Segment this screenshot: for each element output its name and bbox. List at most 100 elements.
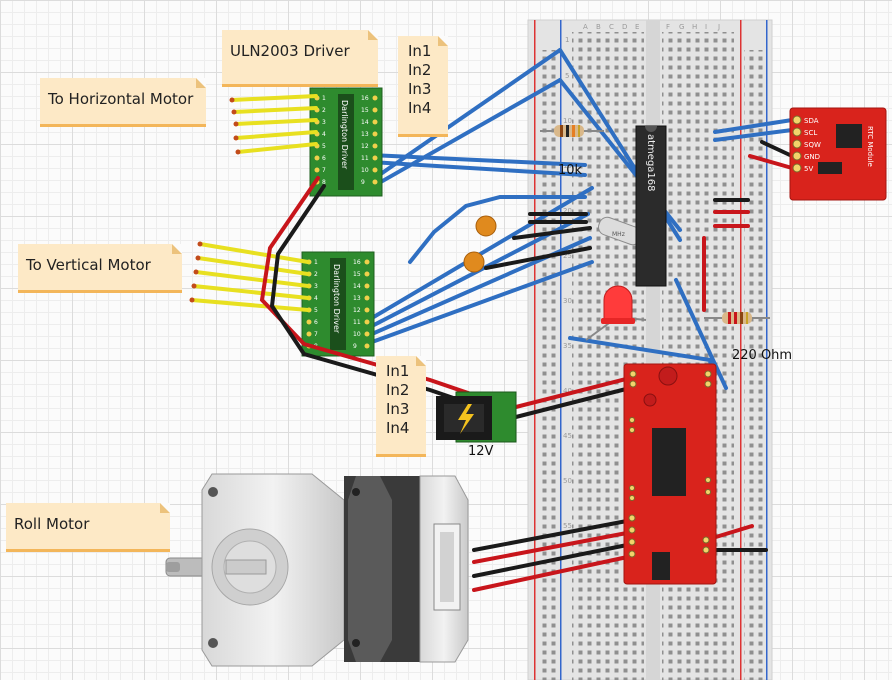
crystal-label: MHz: [612, 231, 625, 238]
driver-pin-number: 12: [361, 143, 369, 150]
row-number: 30: [563, 297, 572, 305]
vertical-motor-leads: [190, 242, 310, 312]
driver-pin-number: 14: [353, 283, 361, 290]
row-number: 25: [563, 252, 572, 260]
driver-pin-number: 13: [361, 131, 369, 138]
note-roll-motor-text: Roll Motor: [14, 515, 90, 533]
column-letter: F: [666, 23, 670, 31]
resistor-10k: [540, 125, 604, 137]
driver-chip-label: Darlington Driver: [340, 100, 349, 170]
driver-pin-number: 12: [353, 307, 361, 314]
driver-pin-number: 5: [314, 307, 318, 314]
driver-pin-number: 5: [322, 143, 326, 150]
driver-pin-number: 6: [322, 155, 326, 162]
driver-pin-number: 9: [361, 179, 365, 186]
driver-pin-number: 7: [322, 167, 326, 174]
column-letter: B: [596, 23, 601, 31]
driver-pin-number: 10: [361, 167, 369, 174]
input-label: In1: [408, 42, 432, 60]
roll-stepper-motor: [165, 473, 469, 667]
driver-pin-number: 16: [361, 95, 369, 102]
row-number: 55: [563, 522, 572, 530]
column-letter: G: [679, 23, 684, 31]
input-label: In2: [408, 61, 432, 79]
note-vertical-motor: To Vertical Motor: [18, 244, 182, 290]
note-uln2003-driver: ULN2003 Driver: [222, 30, 378, 84]
red-led: [585, 285, 647, 341]
driver-pin-number: 16: [353, 259, 361, 266]
column-letter: A: [583, 23, 588, 31]
note-horizontal-motor-text: To Horizontal Motor: [48, 90, 194, 108]
driver-pin-number: 14: [361, 119, 369, 126]
rtc-module: SDA SCL SQW GND 5V RTC Module: [789, 107, 887, 201]
input-label: In4: [408, 99, 432, 117]
row-number: 5: [565, 72, 569, 80]
breadboard-column-letters: A B C D E F G H I J: [583, 23, 720, 31]
driver-chip-label: Darlington Driver: [332, 264, 341, 334]
input-label: In2: [386, 381, 410, 399]
row-number: 1: [565, 36, 569, 44]
rtc-pin-label: 5V: [804, 165, 813, 173]
column-letter: I: [705, 23, 707, 31]
driver-pin-number: 6: [314, 319, 318, 326]
resistor-220-ohm: [704, 312, 770, 324]
row-number: 35: [563, 342, 572, 350]
driver-pin-number: 1: [322, 95, 326, 102]
column-letter: H: [692, 23, 697, 31]
driver-pin-number: 3: [314, 283, 318, 290]
row-number: 40: [563, 387, 572, 395]
row-number: 50: [563, 477, 572, 485]
note-inputs-bottom: In1 In2 In3 In4: [376, 356, 426, 454]
uln2003-driver-bottom: Darlington Driver 1 2 3 4 5 6 7 8 16 15 …: [301, 251, 375, 357]
rtc-pin-label: GND: [804, 153, 820, 161]
driver-pin-number: 8: [322, 179, 326, 186]
note-vertical-motor-text: To Vertical Motor: [26, 256, 151, 274]
label-power-12v: 12V: [468, 444, 494, 459]
label-resistor-10k: 10k: [558, 163, 583, 178]
driver-pin-number: 10: [353, 331, 361, 338]
note-roll-motor: Roll Motor: [6, 503, 170, 549]
input-label: In3: [408, 80, 432, 98]
rtc-pin-label: SCL: [804, 129, 817, 137]
input-label: In4: [386, 419, 410, 437]
column-letter: C: [609, 23, 614, 31]
input-label: In3: [386, 400, 410, 418]
driver-pin-number: 2: [322, 107, 326, 114]
driver-pin-number: 11: [353, 319, 361, 326]
driver-pin-number: 7: [314, 331, 318, 338]
vertical-motor-lead-tips: [189, 241, 203, 303]
driver-pin-number: 3: [322, 119, 326, 126]
driver-pin-number: 9: [353, 343, 357, 350]
note-horizontal-motor: To Horizontal Motor: [40, 78, 206, 124]
power-jack-12v: [436, 391, 517, 443]
note-uln2003-driver-text: ULN2003 Driver: [230, 42, 350, 60]
driver-pin-number: 1: [314, 259, 318, 266]
rtc-title: RTC Module: [866, 126, 874, 167]
uln2003-driver-top: Darlington Driver 1 2 3 4 5 6 7 8 16 15 …: [309, 87, 383, 197]
column-letter: J: [717, 23, 720, 31]
rtc-pin-label: SDA: [804, 117, 819, 125]
input-label: In1: [386, 362, 410, 380]
driver-pin-number: 13: [353, 295, 361, 302]
driver-pin-number: 2: [314, 271, 318, 278]
atmega-microcontroller: atmega168: [635, 125, 667, 287]
column-letter: E: [635, 23, 639, 31]
rtc-pin-label: SQW: [804, 141, 821, 149]
label-resistor-220: 220 Ohm: [732, 348, 793, 363]
driver-pin-number: 4: [322, 131, 326, 138]
horizontal-motor-lead-tips: [229, 97, 241, 155]
driver-pin-number: 11: [361, 155, 369, 162]
stepper-driver-board: [623, 363, 717, 585]
driver-pin-number: 4: [314, 295, 318, 302]
note-inputs-top: In1 In2 In3 In4: [398, 36, 448, 134]
driver-pin-number: 15: [353, 271, 361, 278]
column-letter: D: [622, 23, 627, 31]
driver-pin-number: 15: [361, 107, 369, 114]
row-number: 20: [563, 207, 572, 215]
horizontal-motor-leads: [230, 94, 318, 154]
row-number: 45: [563, 432, 572, 440]
row-number: 10: [563, 117, 572, 125]
ceramic-capacitors: [463, 215, 497, 273]
mcu-label: atmega168: [645, 134, 656, 192]
